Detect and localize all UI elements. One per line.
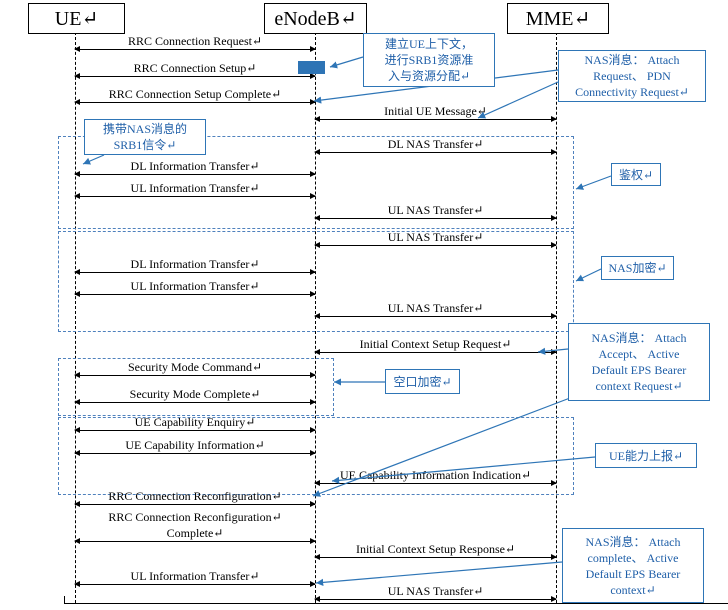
msg-ul-nas-transfer-4: UL NAS Transfer↵ (314, 583, 557, 602)
message-arrow (314, 242, 557, 248)
msg-rrc-connection-request: RRC Connection Request↵ (74, 33, 316, 52)
msg-dl-information-transfer-1: DL Information Transfer↵ (74, 158, 316, 177)
message-label: UL NAS Transfer↵ (387, 230, 484, 244)
msg-ue-capability-information-indication: UE Capability Information Indication↵ (314, 467, 557, 486)
callout-srb1-signaling: 携带NAS消息的 SRB1信令↵ (84, 119, 206, 155)
callout-authentication: 鉴权↵ (611, 163, 661, 186)
message-label: UE Capability Enquiry↵ (134, 415, 256, 429)
message-label: UE Capability Information Indication↵ (339, 468, 531, 482)
msg-ul-information-transfer-1: UL Information Transfer↵ (74, 180, 316, 199)
msg-rrc-connection-reconfiguration: RRC Connection Reconfiguration↵ (74, 488, 316, 507)
actor-mme: MME↵ (507, 3, 609, 34)
msg-initial-ue-message: Initial UE Message↵ (314, 103, 557, 122)
message-label: UL Information Transfer↵ (130, 279, 260, 293)
message-arrow (314, 215, 557, 221)
msg-rrc-connection-setup: RRC Connection Setup↵ (74, 60, 316, 79)
callout-setup-context: 建立UE上下文， 进行SRB1资源准 入与资源分配↵ (363, 33, 495, 87)
message-label: Initial UE Message↵ (384, 104, 487, 118)
callout-air-interface-encryption: 空口加密↵ (385, 369, 460, 394)
message-label: RRC Connection Reconfiguration↵ (108, 489, 282, 503)
message-arrow (74, 193, 316, 199)
msg-dl-nas-transfer-1: DL NAS Transfer↵ (314, 136, 557, 155)
callout-nas-attach-complete: NAS消息： Attach complete、 Active Default E… (562, 528, 704, 603)
msg-ul-nas-transfer-1: UL NAS Transfer↵ (314, 202, 557, 221)
message-label: RRC Connection Reconfiguration↵ Complete… (108, 510, 282, 540)
lifeline-ue (75, 32, 76, 603)
message-arrow (74, 538, 316, 544)
message-label: UE Capability Information↵ (125, 438, 265, 452)
msg-rrc-connection-setup-complete: RRC Connection Setup Complete↵ (74, 86, 316, 105)
actor-ue-label: UE↵ (54, 8, 99, 30)
process-box (298, 61, 325, 74)
message-arrow (74, 450, 316, 456)
msg-rrc-connection-reconfiguration-complete: RRC Connection Reconfiguration↵ Complete… (74, 509, 316, 544)
message-label: Initial Context Setup Request↵ (359, 337, 512, 351)
msg-ul-information-transfer-2: UL Information Transfer↵ (74, 278, 316, 297)
actor-enodeb-label: eNodeB↵ (274, 8, 357, 30)
message-arrow (74, 581, 316, 587)
msg-ue-capability-enquiry: UE Capability Enquiry↵ (74, 414, 316, 433)
msg-initial-context-setup-response: Initial Context Setup Response↵ (314, 541, 557, 560)
message-arrow (314, 349, 557, 355)
group-security-mode (58, 358, 334, 416)
message-arrow (314, 596, 557, 602)
message-arrow (74, 427, 316, 433)
message-arrow (74, 171, 316, 177)
message-arrow (74, 73, 316, 79)
message-arrow (74, 372, 316, 378)
message-label: DL Information Transfer↵ (130, 159, 260, 173)
msg-ue-capability-information: UE Capability Information↵ (74, 437, 316, 456)
message-label: Security Mode Command↵ (127, 360, 263, 374)
message-arrow (74, 99, 316, 105)
msg-dl-information-transfer-2: DL Information Transfer↵ (74, 256, 316, 275)
message-label: Security Mode Complete↵ (129, 387, 261, 401)
message-arrow (314, 480, 557, 486)
message-label: UL Information Transfer↵ (130, 569, 260, 583)
msg-ul-information-transfer-3: UL Information Transfer↵ (74, 568, 316, 587)
message-label: DL NAS Transfer↵ (387, 137, 484, 151)
actor-enodeb: eNodeB↵ (264, 3, 367, 34)
msg-initial-context-setup-request: Initial Context Setup Request↵ (314, 336, 557, 355)
frame-bottom-line (64, 603, 728, 604)
group-nas-security (58, 231, 574, 332)
msg-security-mode-command: Security Mode Command↵ (74, 359, 316, 378)
message-arrow (74, 501, 316, 507)
message-label: DL Information Transfer↵ (130, 257, 260, 271)
msg-ul-nas-transfer-3: UL NAS Transfer↵ (314, 300, 557, 319)
msg-security-mode-complete: Security Mode Complete↵ (74, 386, 316, 405)
frame-left-tick (64, 596, 65, 604)
message-arrow (314, 554, 557, 560)
message-arrow (74, 399, 316, 405)
group-authentication (58, 136, 574, 229)
message-arrow (314, 149, 557, 155)
msg-ul-nas-transfer-2: UL NAS Transfer↵ (314, 229, 557, 248)
message-label: UL NAS Transfer↵ (387, 203, 484, 217)
message-label: RRC Connection Request↵ (127, 34, 263, 48)
message-arrow (314, 313, 557, 319)
actor-ue: UE↵ (28, 3, 125, 34)
callout-nas-encryption: NAS加密↵ (601, 256, 674, 280)
message-label: UL Information Transfer↵ (130, 181, 260, 195)
message-arrow (74, 291, 316, 297)
message-arrow (314, 116, 557, 122)
callout-ue-capability-report: UE能力上报↵ (595, 443, 697, 468)
actor-mme-label: MME↵ (525, 8, 591, 30)
message-arrow (74, 46, 316, 52)
message-label: Initial Context Setup Response↵ (355, 542, 516, 556)
message-label: RRC Connection Setup↵ (133, 61, 257, 75)
message-label: RRC Connection Setup Complete↵ (108, 87, 282, 101)
message-label: UL NAS Transfer↵ (387, 301, 484, 315)
callout-nas-attach-accept: NAS消息： Attach Accept、 Active Default EPS… (568, 323, 710, 401)
callout-nas-attach-request: NAS消息： Attach Request、 PDN Connectivity … (558, 50, 706, 102)
message-arrow (74, 269, 316, 275)
message-label: UL NAS Transfer↵ (387, 584, 484, 598)
